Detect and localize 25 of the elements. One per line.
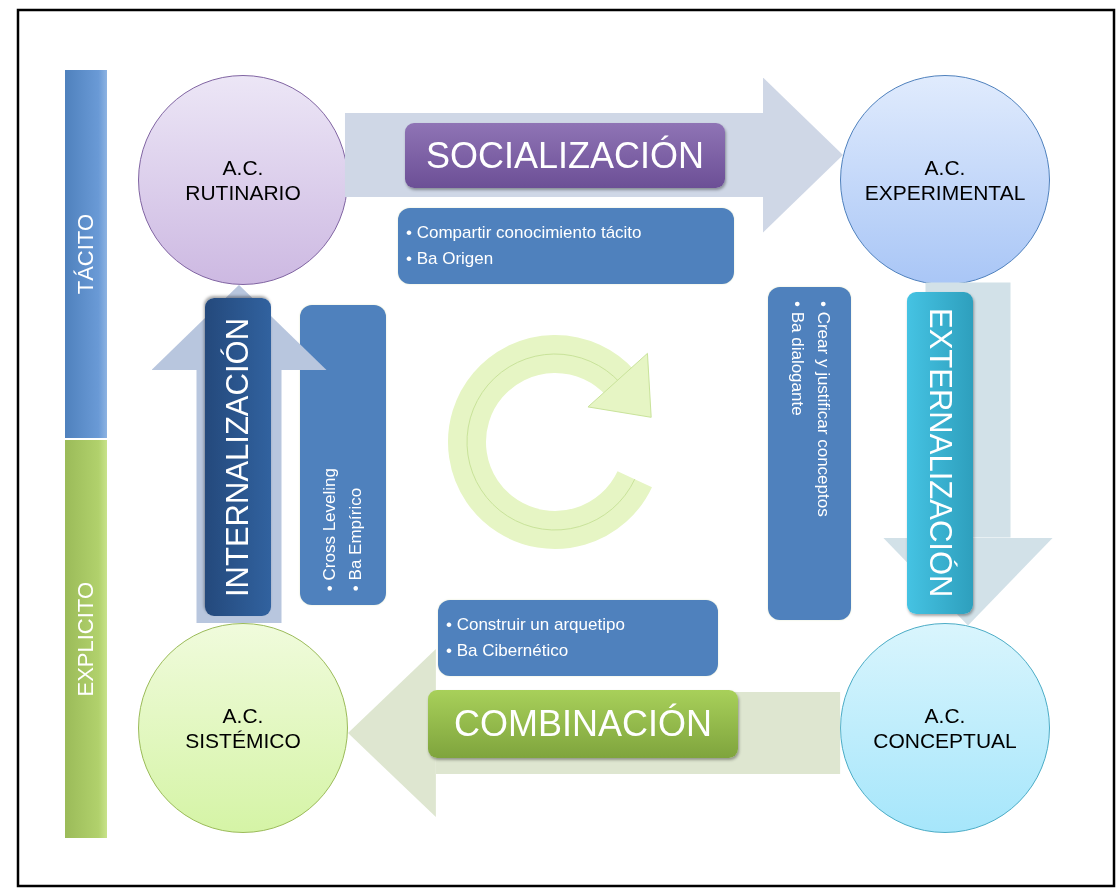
note-box [300, 305, 386, 605]
note-box [768, 287, 851, 620]
process-label: INTERNALIZACIÓN [205, 298, 271, 616]
circle-label: A.C. EXPERIMENTAL [864, 154, 1026, 206]
bullet-text: • Cross Leveling [318, 467, 340, 591]
bullet-text: • Ba Origen [406, 248, 495, 270]
bullet-text: • Compartir conocimiento tácito [406, 221, 642, 244]
block-arrow [883, 282, 1053, 626]
bullet-text: • Ba Cibernético [446, 640, 570, 662]
circle-label: A.C. RUTINARIO [185, 154, 301, 206]
bullet-text: • Construir un arquetipo [446, 613, 625, 636]
note-box [438, 600, 718, 676]
bullet-text: • Ba Empírico [345, 486, 366, 591]
band-label: EXPLICITO [73, 581, 99, 697]
bullet-text: • Crear y justificar conceptos [812, 301, 834, 517]
category-band [65, 70, 107, 438]
circle-label: A.C. SISTÉMICO [185, 702, 301, 754]
circle-label: A.C. CONCEPTUAL [873, 702, 1017, 754]
bullet-text: • Ba dialogante [786, 301, 808, 418]
category-band [65, 440, 107, 838]
process-label: SOCIALIZACIÓN [405, 123, 725, 188]
note-box [398, 208, 734, 284]
band-label: TÁCITO [73, 213, 99, 295]
process-label: EXTERNALIZACIÓN [907, 292, 973, 614]
process-label: COMBINACIÓN [428, 690, 738, 758]
